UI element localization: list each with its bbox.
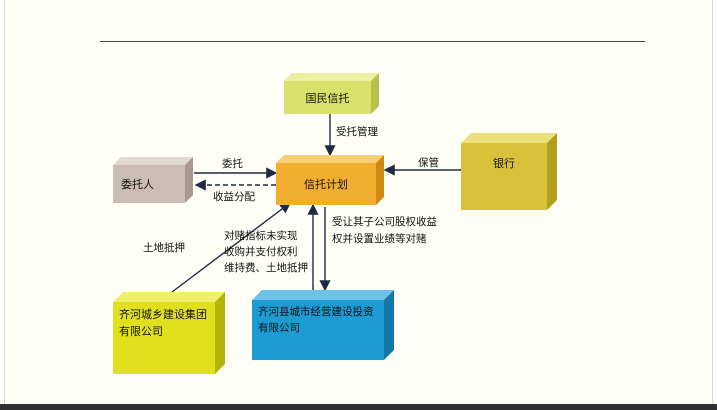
node-weituoren: 委托人: [113, 157, 193, 203]
node-label: 齐河县城市经营建设投资有限公司: [258, 306, 374, 334]
edge-label-transfer-line1: 受让其子公司股权收益: [332, 216, 437, 228]
edge-label-vam-line3: 维持费、土地抵押: [224, 262, 308, 274]
edge-label-entrust-manage: 受托管理: [336, 126, 378, 138]
node-label: 信托计划: [304, 178, 348, 191]
cube-shape: [113, 157, 193, 203]
edge-label-vam-line1: 对赌指标未实现: [224, 230, 298, 242]
cube-shape: [252, 290, 394, 360]
edge-label-land-pledge: 土地抵押: [143, 242, 185, 254]
node-label: 委托人: [121, 178, 154, 191]
arrow-land-pledge: [171, 202, 292, 293]
cube-shape: [276, 155, 384, 205]
node-qihe-invest: 齐河县城市经营建设投资有限公司: [252, 290, 394, 360]
edge-label-income-dist: 收益分配: [213, 191, 255, 203]
node-label: 国民信托: [305, 91, 350, 105]
edge-label-custody: 保管: [418, 157, 439, 169]
cube-shape: [113, 292, 225, 374]
edge-label-vam-line2: 收购并支付权利: [224, 246, 298, 258]
node-trust-plan: 信托计划: [276, 155, 384, 205]
node-label: 银行: [493, 157, 515, 170]
edge-label-transfer-line2: 权并设置业绩等对赌: [332, 233, 427, 245]
node-qihe-group: 齐河城乡建设集团有限公司: [113, 292, 225, 374]
node-label: 齐河城乡建设集团有限公司: [119, 308, 207, 338]
cube-shape: [284, 73, 379, 114]
node-bank: 银行: [461, 133, 557, 210]
edge-label-entrust: 委托: [222, 158, 243, 170]
title-rule: [100, 41, 645, 42]
node-guomin-trust: 国民信托: [284, 73, 379, 114]
cube-shape: [461, 133, 557, 210]
bottom-bar: [0, 404, 717, 410]
